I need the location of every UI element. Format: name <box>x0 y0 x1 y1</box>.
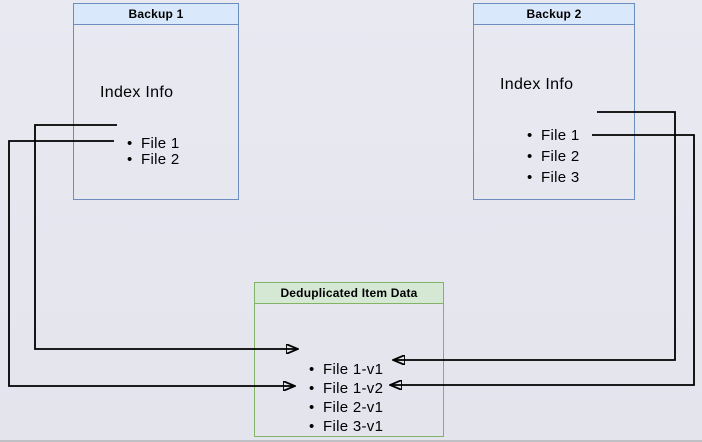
node-backup1-file-list: File 1 File 2 <box>127 136 179 169</box>
node-dedup-file-list: File 1-v1 File 1-v2 File 2-v1 File 3-v1 <box>309 360 383 436</box>
node-backup1-title: Backup 1 <box>128 7 184 21</box>
list-item-file2-v1: File 2-v1 <box>309 398 383 417</box>
list-item-file3-v1: File 3-v1 <box>309 417 383 436</box>
node-backup1-index-info-label: Index Info <box>100 84 174 101</box>
node-backup2-index-info-label: Index Info <box>500 76 574 93</box>
node-dedup-header: Deduplicated Item Data <box>255 283 443 304</box>
list-item-file1: File 1 <box>127 136 179 153</box>
node-backup1: Backup 1 Index Info File 1 File 2 <box>73 3 239 200</box>
list-item-file1-v1: File 1-v1 <box>309 360 383 379</box>
node-backup2: Backup 2 Index Info File 1 File 2 File 3 <box>473 3 635 200</box>
node-dedup: Deduplicated Item Data File 1-v1 File 1-… <box>254 282 444 437</box>
list-item-file3: File 3 <box>527 167 579 188</box>
node-backup2-header: Backup 2 <box>474 4 634 25</box>
list-item-file2: File 2 <box>127 152 179 169</box>
list-item-file1: File 1 <box>527 125 579 146</box>
list-item-file2: File 2 <box>527 146 579 167</box>
node-backup1-header: Backup 1 <box>74 4 238 25</box>
node-dedup-title: Deduplicated Item Data <box>280 286 418 300</box>
list-item-file1-v2: File 1-v2 <box>309 379 383 398</box>
node-backup2-file-list: File 1 File 2 File 3 <box>527 125 579 188</box>
node-backup2-title: Backup 2 <box>526 7 582 21</box>
